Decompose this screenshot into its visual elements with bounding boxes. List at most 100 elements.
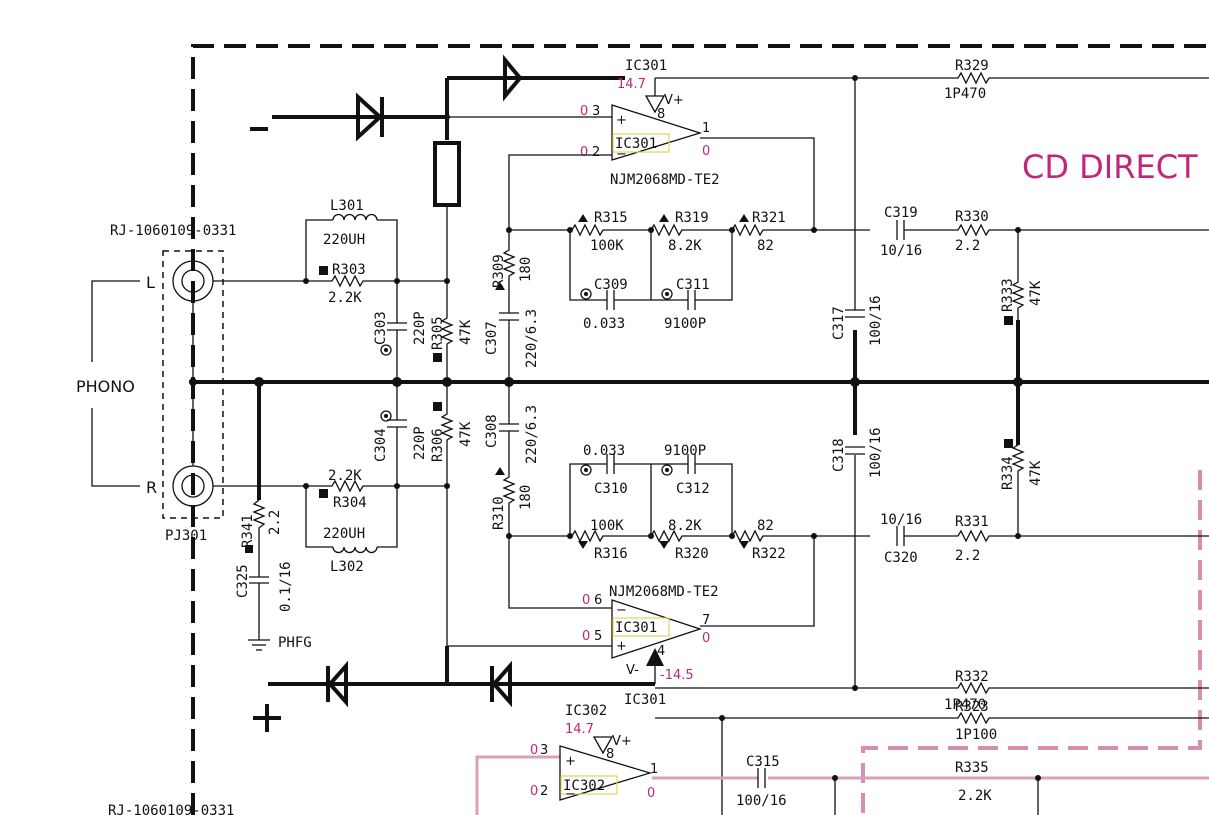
c317-ref: C317 <box>831 306 847 340</box>
jack-left-label: L <box>146 273 155 292</box>
c318-value: 100/16 <box>868 427 884 478</box>
r341-ref: R341 <box>240 514 256 548</box>
r309-c307-branch <box>499 230 519 382</box>
connector-name: PJ301 <box>165 528 207 544</box>
r305-ref: R305 <box>430 316 446 350</box>
c311-ref: C311 <box>676 277 710 293</box>
ic302-supply-label: V+ <box>612 734 632 749</box>
ic301a-pin-plus: 3 <box>592 104 600 119</box>
diode-top-icon <box>356 92 384 142</box>
ic301b-part: NJM2068MD-TE2 <box>609 584 719 600</box>
c312-ref: C312 <box>676 481 710 497</box>
diode-bottom-left-icon <box>326 660 348 708</box>
r331-value: 2.2 <box>955 548 980 564</box>
jack-right-label: R <box>146 478 157 497</box>
svg-text:−: − <box>616 147 627 162</box>
ic302-ref: IC302 <box>565 703 607 719</box>
ic301a-pin-out: 1 <box>702 121 710 136</box>
r316-value: 100K <box>590 518 624 534</box>
r321-value: 82 <box>757 238 774 254</box>
r315-ref: R315 <box>594 210 628 226</box>
ic301b-v-out: 0 <box>702 631 710 646</box>
r306-symbol <box>440 382 454 486</box>
c311-value: 9100P <box>664 316 706 332</box>
ic301b-pin-out: 7 <box>702 613 710 628</box>
c307-ref: C307 <box>484 321 500 355</box>
r306-ref: R306 <box>430 428 446 462</box>
c312-value: 9100P <box>664 443 706 459</box>
bottom-feedback-resistors <box>509 529 870 543</box>
r332-line <box>655 681 1209 695</box>
l301-value: 220UH <box>323 232 365 248</box>
ic301b-ref: IC301 <box>624 692 666 708</box>
r331-ref: R331 <box>955 514 989 530</box>
ic302-supply-voltage: 14.7 <box>565 722 594 737</box>
c319-ref: C319 <box>884 205 918 221</box>
l302-ref: L302 <box>330 559 364 575</box>
svg-text:+: + <box>616 639 627 654</box>
r329-value: 1P470 <box>944 86 986 102</box>
c325-ref: C325 <box>235 564 251 598</box>
svg-text:+: + <box>616 113 627 128</box>
ic302-v-plus: 0 <box>530 743 538 758</box>
r322-value: 82 <box>757 518 774 534</box>
connector-outline <box>162 250 224 519</box>
ic301b-pin-minus: 6 <box>594 593 602 608</box>
fuse-symbol <box>433 141 461 207</box>
ground-label: PHFG <box>278 635 312 651</box>
phono-label: PHONO <box>76 377 135 396</box>
ic301b-supply-label: V- <box>626 663 639 678</box>
r332-ref: R332 <box>955 669 989 685</box>
l301-symbol <box>332 213 378 221</box>
ic301a-box-label: IC301 <box>615 136 657 152</box>
c308-ref: C308 <box>484 414 500 448</box>
c315-ref: C315 <box>746 754 780 770</box>
ic301a-supply-label: V+ <box>664 93 684 108</box>
r329-line <box>655 71 1209 85</box>
svg-text:+: + <box>565 754 576 769</box>
c318-ref: C318 <box>831 438 847 472</box>
ic301a-v-minus: 0 <box>580 145 588 160</box>
ic301b-v-plus: 0 <box>582 629 590 644</box>
ic301a-pin-supply: 8 <box>657 107 665 122</box>
r305-symbol <box>440 281 454 382</box>
ic302-pin-minus: 2 <box>540 784 548 799</box>
ic301b-v-minus: 0 <box>582 593 590 608</box>
board-boundary <box>191 44 1209 815</box>
l301-ref: L301 <box>330 198 364 214</box>
r330-value: 2.2 <box>955 238 980 254</box>
top-feedback-resistors <box>509 223 870 237</box>
c319-value: 10/16 <box>880 243 922 259</box>
c304-ref: C304 <box>373 428 389 462</box>
supply-arrow-icon <box>503 54 523 102</box>
r303-value: 2.2K <box>328 290 362 306</box>
ic302-pin-plus: 3 <box>540 743 548 758</box>
ic301a-supply-voltage: 14.7 <box>617 77 646 92</box>
polarity-minus: - <box>250 117 258 142</box>
ic302-pin-supply: 8 <box>606 747 614 762</box>
r341-value: 2.2 <box>267 510 283 535</box>
ic301a-ref: IC301 <box>625 58 667 74</box>
jack-left-inner <box>181 269 205 293</box>
ic301a-pin-minus: 2 <box>592 145 600 160</box>
c315-value: 100/16 <box>736 793 787 809</box>
r309-ref: R309 <box>491 254 507 288</box>
diode-bottom-right-icon <box>490 660 512 708</box>
ic301b-supply-voltage: -14.5 <box>660 668 694 683</box>
r329-ref: R329 <box>955 58 989 74</box>
l302-symbol <box>332 546 378 554</box>
c308-value: 220/6.3 <box>524 405 540 464</box>
ic302-box-label: IC302 <box>563 778 605 794</box>
r335-ref: R335 <box>955 760 989 776</box>
r322-ref: R322 <box>752 546 786 562</box>
opamp-ic301b <box>611 599 703 659</box>
l302-value: 220UH <box>323 526 365 542</box>
ic302-v-out: 0 <box>647 786 655 801</box>
phono-bracket <box>91 280 140 487</box>
section-title: CD DIRECT <box>1022 148 1198 186</box>
opamp-ic302 <box>559 745 653 801</box>
r321-ref: R321 <box>752 210 786 226</box>
output-resistors <box>904 223 1209 543</box>
